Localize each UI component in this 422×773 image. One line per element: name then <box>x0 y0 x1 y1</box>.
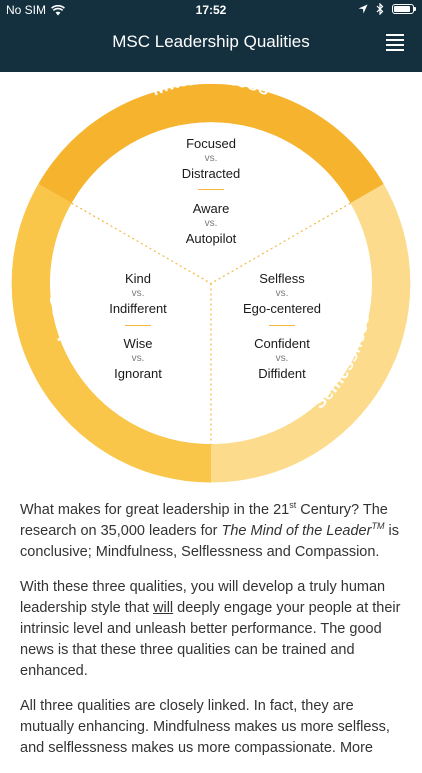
separator <box>198 189 224 190</box>
quality-positive: Focused <box>186 136 236 151</box>
status-bar: No SIM 17:52 <box>0 0 422 20</box>
quality-positive: Aware <box>192 201 230 216</box>
vs-label: vs. <box>204 218 218 229</box>
text-span: Century? The research on 35,000 leaders … <box>20 502 388 539</box>
quality-negative: Ignorant <box>114 366 162 381</box>
clock: 17:52 <box>195 3 227 17</box>
separator <box>269 325 295 326</box>
menu-button[interactable] <box>386 34 404 52</box>
vs-label: vs. <box>275 353 289 364</box>
quality-kind-vs-indifferent: Kind vs. Indifferent <box>78 271 198 317</box>
quality-negative: Ego-centered <box>242 301 322 316</box>
inner-sector-selflessness <box>211 203 372 445</box>
quality-positive: Confident <box>254 336 310 351</box>
vs-label: vs. <box>131 353 145 364</box>
text-span: deeply engage your people at their intri… <box>20 600 401 679</box>
hamburger-icon-line <box>386 49 404 51</box>
hamburger-icon-line <box>386 39 404 41</box>
quality-aware-vs-autopilot: Aware vs. Autopilot <box>151 201 271 247</box>
quality-positive: Kind <box>124 271 152 286</box>
vs-label: vs. <box>275 288 289 299</box>
carrier-label: No SIM <box>6 3 47 17</box>
quality-negative: Distracted <box>181 166 241 181</box>
hamburger-icon-line <box>386 34 404 36</box>
mindfulness-segment <box>38 83 384 204</box>
quality-negative: Diffident <box>258 366 306 381</box>
leadership-diagram: Mindfulness Compassion Selflessness Focu… <box>0 56 422 488</box>
divider-right <box>210 202 351 285</box>
battery-icon <box>392 4 416 14</box>
quality-focused-vs-distracted: Focused vs. Distracted <box>151 136 271 182</box>
divider-left <box>71 202 212 285</box>
separator <box>125 325 151 326</box>
text-span: is conclusive; Mindfulness, Selflessness… <box>20 523 399 560</box>
will-link[interactable]: will <box>153 600 174 616</box>
page-title: MSC Leadership Qualities <box>112 32 310 51</box>
vs-label: vs. <box>204 153 218 164</box>
superscript: st <box>289 500 297 511</box>
bluetooth-icon <box>376 3 384 15</box>
selflessness-segment <box>211 184 411 483</box>
trademark: TM <box>371 521 385 532</box>
status-right <box>358 3 416 15</box>
intro-text: What makes for great leadership in the 2… <box>20 500 405 773</box>
text-span: With these three qualities, you will dev… <box>20 579 386 616</box>
paragraph-1: What makes for great leadership in the 2… <box>20 500 405 563</box>
qualities-ring: Mindfulness Compassion Selflessness <box>0 56 411 483</box>
inner-sector-compassion <box>50 203 211 445</box>
compassion-segment <box>11 184 211 483</box>
vs-label: vs. <box>131 288 145 299</box>
quality-confident-vs-diffident: Confident vs. Diffident <box>222 336 342 382</box>
quality-negative: Autopilot <box>185 231 237 246</box>
quality-wise-vs-ignorant: Wise vs. Ignorant <box>78 336 198 382</box>
status-left: No SIM <box>6 3 65 17</box>
book-title: The Mind of the Leader <box>221 523 372 539</box>
paragraph-2: With these three qualities, you will dev… <box>20 577 405 682</box>
location-icon <box>358 4 368 14</box>
text-span: What makes for great leadership in the 2… <box>20 502 290 518</box>
quality-positive: Selfless <box>259 271 305 286</box>
quality-negative: Indifferent <box>109 301 167 316</box>
nav-bar: MSC Leadership Qualities <box>0 20 422 72</box>
quality-selfless-vs-ego-centered: Selfless vs. Ego-centered <box>222 271 342 317</box>
quality-positive: Wise <box>123 336 153 351</box>
hamburger-icon-line <box>386 44 404 46</box>
wifi-icon <box>51 4 65 15</box>
